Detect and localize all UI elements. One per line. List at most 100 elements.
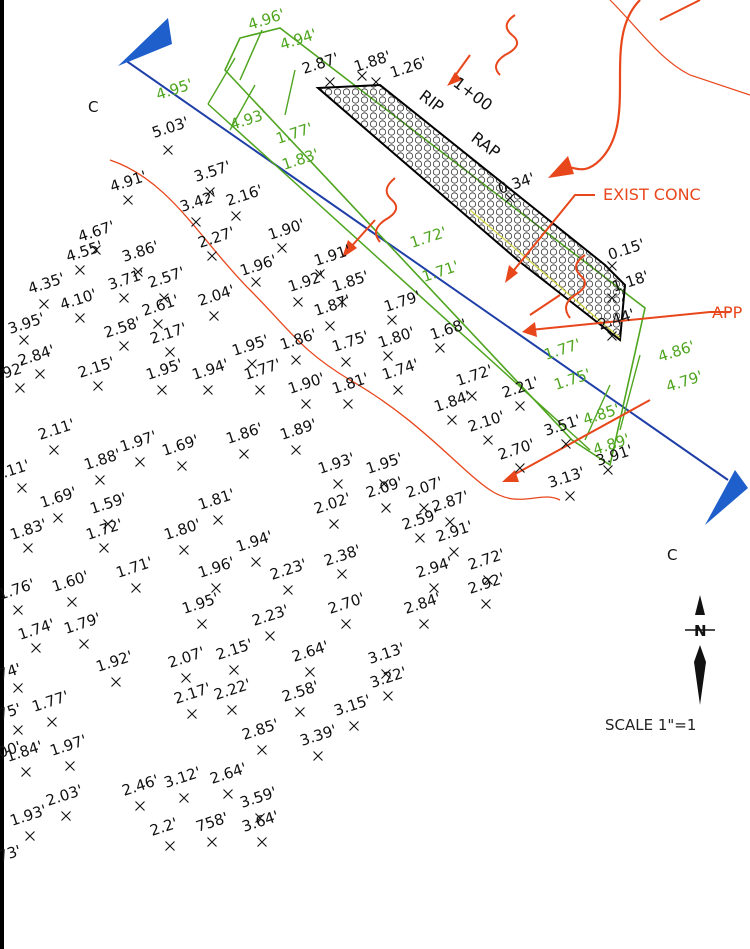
survey-point-marker-icon: [415, 533, 425, 543]
spot-elevation: 2.02': [312, 489, 353, 529]
spot-elevation: 2.03': [44, 781, 85, 821]
spot-elevation-label: 1.86': [224, 419, 265, 448]
grade-line: [619, 354, 641, 431]
spot-elevation-label: 1.89': [278, 415, 319, 444]
survey-point-marker-icon: [95, 475, 105, 485]
spot-elevation-label: 2.07': [166, 643, 207, 672]
arrowhead-icon: [502, 470, 519, 482]
appr-label: APP: [712, 303, 743, 322]
survey-point-marker-icon: [603, 465, 613, 475]
spot-elevation-label: 1.26': [388, 53, 429, 82]
spot-elevation-label: 1.95': [144, 355, 185, 384]
spot-elevation-label: 1.97': [118, 427, 159, 456]
spot-elevation-label: 2.23': [268, 555, 309, 584]
spot-elevation-label: 1.74': [380, 355, 421, 384]
survey-point-marker-icon: [341, 357, 351, 367]
survey-point-marker-icon: [179, 545, 189, 555]
spot-elevation: 1.83': [8, 515, 49, 553]
survey-point-marker-icon: [449, 547, 459, 557]
survey-point-marker-icon: [265, 631, 275, 641]
survey-point-marker-icon: [447, 415, 457, 425]
survey-point-marker-icon: [349, 721, 359, 731]
spot-elevation: 2.58': [280, 677, 321, 717]
survey-point-marker-icon: [357, 71, 367, 81]
survey-point-marker-icon: [291, 445, 301, 455]
spot-elevation: 3.15': [332, 691, 373, 731]
spot-elevation-label: .11': [0, 456, 32, 482]
design-grade-label: 4.95': [154, 75, 195, 104]
spot-elevation: 2.2': [148, 814, 180, 851]
spot-elevation: 1.88': [82, 445, 123, 485]
spot-elevation-label: 1.90': [286, 369, 327, 398]
survey-point-marker-icon: [295, 707, 305, 717]
spot-elevation-label: 1.71': [114, 553, 155, 582]
survey-point-marker-icon: [381, 669, 391, 679]
spot-elevation-label: 1.75': [330, 327, 371, 356]
spot-elevation: 2.16': [224, 181, 265, 221]
spot-elevation-label: 1.95': [230, 331, 271, 360]
survey-point-marker-icon: [53, 513, 63, 523]
survey-point-marker-icon: [135, 457, 145, 467]
survey-point-marker-icon: [39, 299, 49, 309]
survey-point-marker-icon: [47, 717, 57, 727]
spot-elevation-label: 3.86': [120, 237, 161, 266]
break-line-icon: [495, 14, 519, 76]
spot-elevation-label: 2.70': [326, 589, 367, 618]
grade-line: [284, 69, 296, 116]
survey-point-marker-icon: [197, 619, 207, 629]
grade-line: [229, 84, 256, 131]
survey-point-marker-icon: [99, 543, 109, 553]
survey-point-marker-icon: [607, 261, 617, 271]
spot-elevation: 2.17': [148, 319, 189, 357]
svg-text:N: N: [694, 622, 707, 640]
annotation-leader: [507, 399, 651, 479]
spot-elevation: 3.95': [6, 309, 47, 345]
spot-elevation: 1.79': [382, 287, 423, 325]
survey-point-marker-icon: [181, 673, 191, 683]
spot-elevation-label: 2.38': [322, 541, 363, 570]
spot-elevation: 2.23': [250, 601, 291, 641]
spot-elevation: 1.75': [330, 327, 371, 367]
survey-point-marker-icon: [445, 517, 455, 527]
top-curve: [609, 0, 750, 96]
survey-point-marker-icon: [207, 251, 217, 261]
spot-elevation: 2.15': [76, 353, 117, 391]
survey-point-marker-icon: [231, 211, 241, 221]
survey-point-marker-icon: [393, 385, 403, 395]
survey-point-marker-icon: [565, 491, 575, 501]
spot-elevation: 2.46': [120, 771, 161, 811]
survey-point-marker-icon: [91, 245, 101, 255]
arrowhead-icon: [342, 240, 357, 258]
annotation-leader: [349, 219, 376, 249]
spot-elevation-label: 1.88': [352, 47, 393, 76]
spot-elevation: 1.72': [84, 515, 125, 553]
survey-point-marker-icon: [315, 269, 325, 279]
survey-point-marker-icon: [159, 293, 169, 303]
survey-point-marker-icon: [135, 801, 145, 811]
design-grade-label: 4.94': [278, 25, 319, 54]
spot-elevation-label: 4.55': [64, 237, 105, 266]
design-grade-label: 1.75': [552, 365, 593, 394]
survey-point-marker-icon: [123, 195, 133, 205]
survey-point-marker-icon: [515, 401, 525, 411]
spot-elevation: 1.96': [196, 553, 237, 593]
spot-elevation: 1.92': [94, 647, 135, 687]
survey-point-marker-icon: [205, 187, 215, 197]
survey-point-marker-icon: [61, 811, 71, 821]
survey-point-marker-icon: [165, 841, 175, 851]
survey-point-marker-icon: [333, 479, 343, 489]
spot-elevation-label: 0.15': [606, 235, 647, 264]
survey-point-marker-icon: [13, 605, 23, 615]
spot-elevation-label: 4.35': [26, 269, 67, 298]
spot-elevation-label: 1.79': [382, 287, 423, 316]
spot-elevation: 1.86': [224, 419, 265, 459]
survey-point-marker-icon: [213, 515, 223, 525]
spot-elevation-label: 1.74': [16, 615, 57, 644]
spot-elevation: 2.21': [500, 373, 541, 411]
grade-line: [207, 103, 591, 451]
design-grade-labels: 4.96'4.94'4.95'4.93'1.77'1.83'1.72'1.71'…: [154, 5, 705, 459]
annotation-leader: [529, 311, 730, 331]
section-marker-right: C: [667, 546, 677, 564]
spot-elevation: 2.87': [300, 49, 341, 87]
